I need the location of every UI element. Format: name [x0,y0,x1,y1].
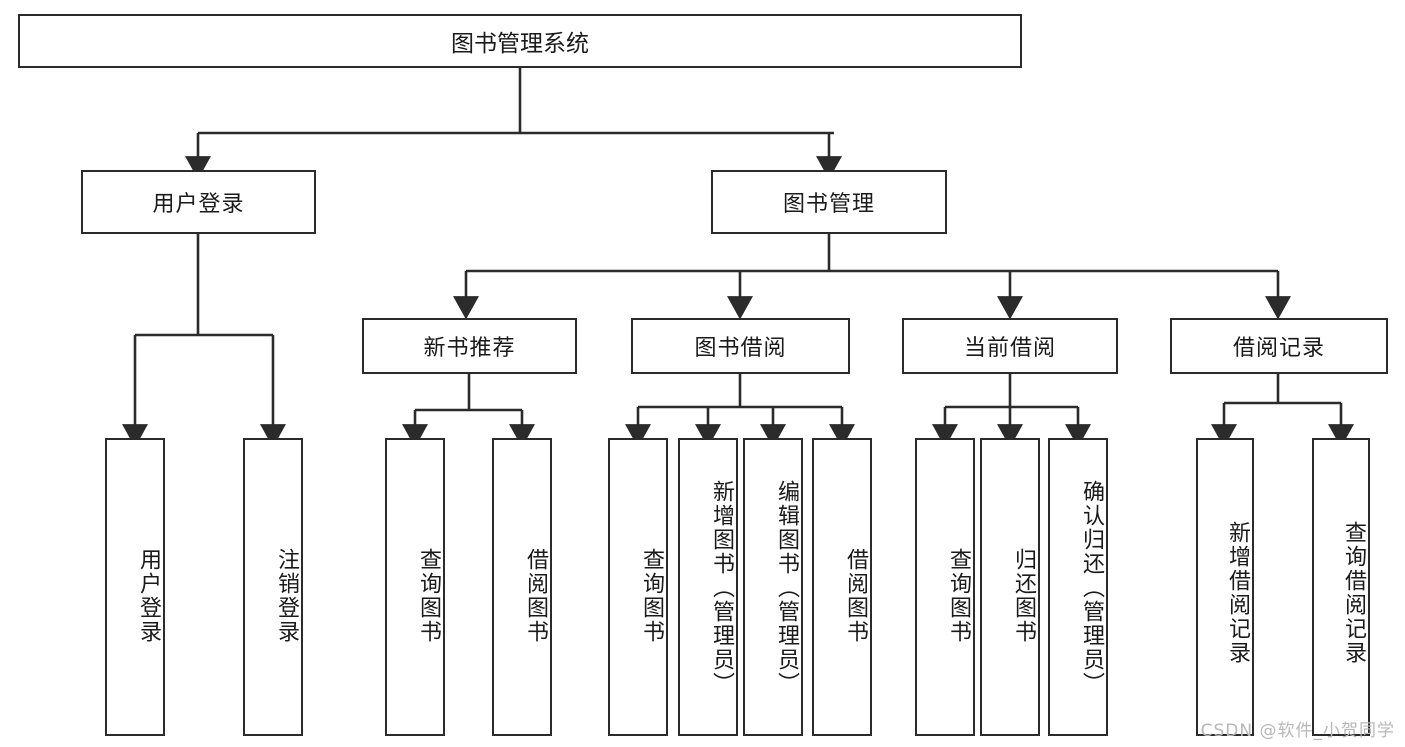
node-leaf-user-login-label: 用户登录 [136,548,161,644]
node-leaf-query-record-label: 查询借阅记录 [1341,521,1366,665]
node-leaf-borrow-book-1-label: 借阅图书 [523,548,548,644]
node-leaf-add-book-label: 新增图书（管理员） [709,480,734,696]
node-book-borrow[interactable]: 图书借阅 [631,318,850,374]
node-leaf-edit-book[interactable]: 编辑图书（管理员） [743,438,803,736]
node-leaf-query-record[interactable]: 查询借阅记录 [1312,438,1370,736]
node-new-book-recommend-label: 新书推荐 [423,336,516,361]
node-borrow-record-label: 借阅记录 [1232,336,1325,361]
node-leaf-return-book-label: 归还图书 [1011,548,1036,644]
node-leaf-confirm-return[interactable]: 确认归还（管理员） [1048,438,1108,736]
node-leaf-user-logout-label: 注销登录 [274,548,299,644]
node-leaf-edit-book-label: 编辑图书（管理员） [774,480,799,696]
node-leaf-query-book-1-label: 查询图书 [416,548,441,644]
node-leaf-query-book-2[interactable]: 查询图书 [608,438,668,736]
node-leaf-query-book-3-label: 查询图书 [946,548,971,644]
node-leaf-borrow-book-2[interactable]: 借阅图书 [812,438,872,736]
node-current-borrow-label: 当前借阅 [963,336,1056,361]
node-leaf-query-book-2-label: 查询图书 [639,548,664,644]
node-book-manage-label: 图书管理 [782,192,875,217]
node-user-login-label: 用户登录 [152,192,245,217]
node-user-login[interactable]: 用户登录 [81,170,316,234]
node-leaf-add-record-label: 新增借阅记录 [1225,521,1250,665]
node-leaf-borrow-book-1[interactable]: 借阅图书 [492,438,552,736]
node-root[interactable]: 图书管理系统 [18,14,1022,68]
node-leaf-confirm-return-label: 确认归还（管理员） [1079,480,1104,696]
csdn-watermark: CSDN @软件_小贺同学 [1200,721,1395,741]
node-leaf-add-record[interactable]: 新增借阅记录 [1196,438,1254,736]
node-current-borrow[interactable]: 当前借阅 [902,318,1118,374]
node-new-book-recommend[interactable]: 新书推荐 [362,318,577,374]
node-book-borrow-label: 图书借阅 [694,336,787,361]
node-book-manage[interactable]: 图书管理 [711,170,947,234]
node-leaf-query-book-3[interactable]: 查询图书 [915,438,975,736]
node-leaf-return-book[interactable]: 归还图书 [980,438,1040,736]
node-leaf-query-book-1[interactable]: 查询图书 [385,438,445,736]
node-borrow-record[interactable]: 借阅记录 [1170,318,1388,374]
node-leaf-user-login[interactable]: 用户登录 [105,438,165,736]
node-leaf-add-book[interactable]: 新增图书（管理员） [678,438,738,736]
node-root-label: 图书管理系统 [451,31,589,57]
node-leaf-borrow-book-2-label: 借阅图书 [843,548,868,644]
node-leaf-user-logout[interactable]: 注销登录 [243,438,303,736]
